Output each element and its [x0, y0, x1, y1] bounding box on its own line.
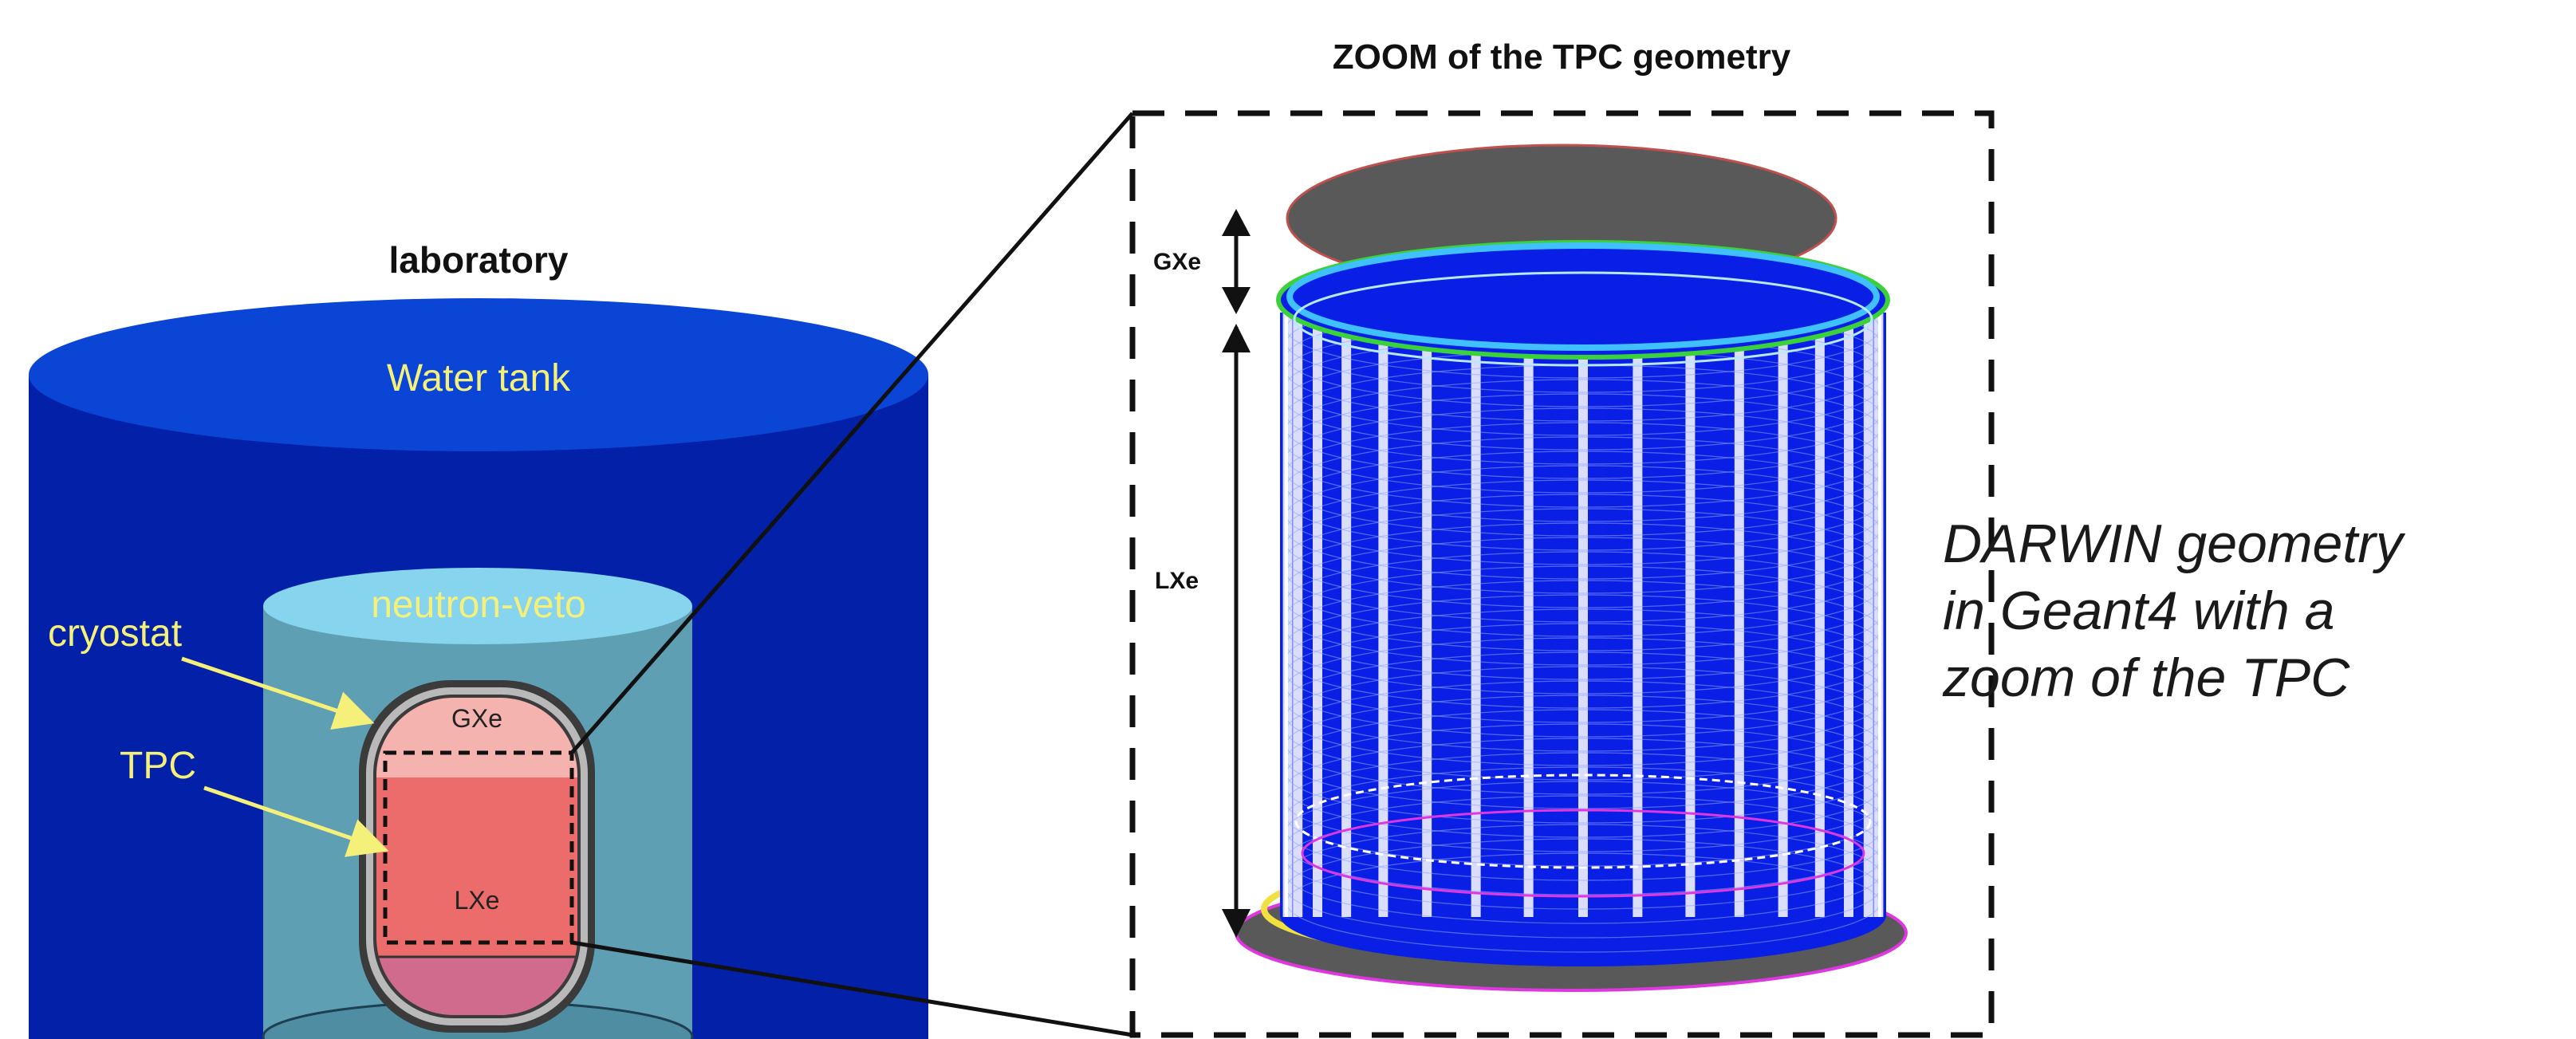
field-cage-pillar	[1523, 313, 1534, 917]
cryostat-label: cryostat	[48, 612, 182, 655]
neutron-veto-top	[263, 568, 692, 644]
gxe-dimension-arrow	[1222, 209, 1251, 314]
tpc-arrow	[203, 785, 389, 857]
zoom-connector-bottom	[571, 940, 1133, 1037]
cathode-ring	[1294, 773, 1872, 869]
laboratory-label: laboratory	[389, 239, 569, 281]
gxe-label: GXe	[451, 704, 502, 733]
lxe-region	[376, 777, 577, 957]
caption-line-1: DARWIN geometry	[1943, 514, 2403, 574]
zoom-connector-top	[570, 112, 1134, 754]
cryostat-arrow	[181, 656, 375, 730]
tpc-zoom-box	[383, 750, 574, 945]
water-tank-top	[29, 298, 928, 451]
figure-caption: DARWIN geometry in Geant4 with a zoom of…	[1943, 510, 2565, 711]
zoom-lxe-label: LXe	[1155, 568, 1199, 594]
zoom-title: ZOOM of the TPC geometry	[1333, 37, 1791, 77]
top-ring-inner	[1293, 271, 1873, 367]
field-cage-pillar	[1312, 313, 1322, 917]
water-tank-label: Water tank	[387, 357, 571, 399]
field-cage-pillar	[1578, 313, 1588, 917]
neutron-veto-label: neutron-veto	[371, 584, 586, 626]
field-cage-pillar	[1633, 313, 1643, 917]
caption-line-2: in Geant4 with a	[1943, 581, 2335, 641]
cryostat	[359, 680, 595, 1033]
cryostat-vessel	[376, 698, 577, 1015]
field-cage-pillar	[1778, 313, 1788, 917]
field-cage	[1282, 311, 1884, 953]
bottom-pmt-ring	[1301, 809, 1865, 898]
zoom-gxe-label: GXe	[1153, 249, 1201, 275]
tpc-cylinder	[1280, 311, 1886, 966]
field-cage-pillar	[1844, 313, 1854, 917]
lxe-label: LXe	[455, 886, 500, 915]
lxe-dimension-arrow	[1222, 324, 1251, 938]
field-cage-pillar	[1471, 313, 1481, 917]
caption-line-3: zoom of the TPC	[1943, 647, 2350, 708]
field-cage-pillar	[1685, 313, 1696, 917]
field-cage-pillar	[1378, 313, 1388, 917]
tpc-label: TPC	[120, 745, 196, 787]
zoom-frame	[1129, 110, 1995, 1038]
top-ring-cyan	[1286, 242, 1880, 351]
